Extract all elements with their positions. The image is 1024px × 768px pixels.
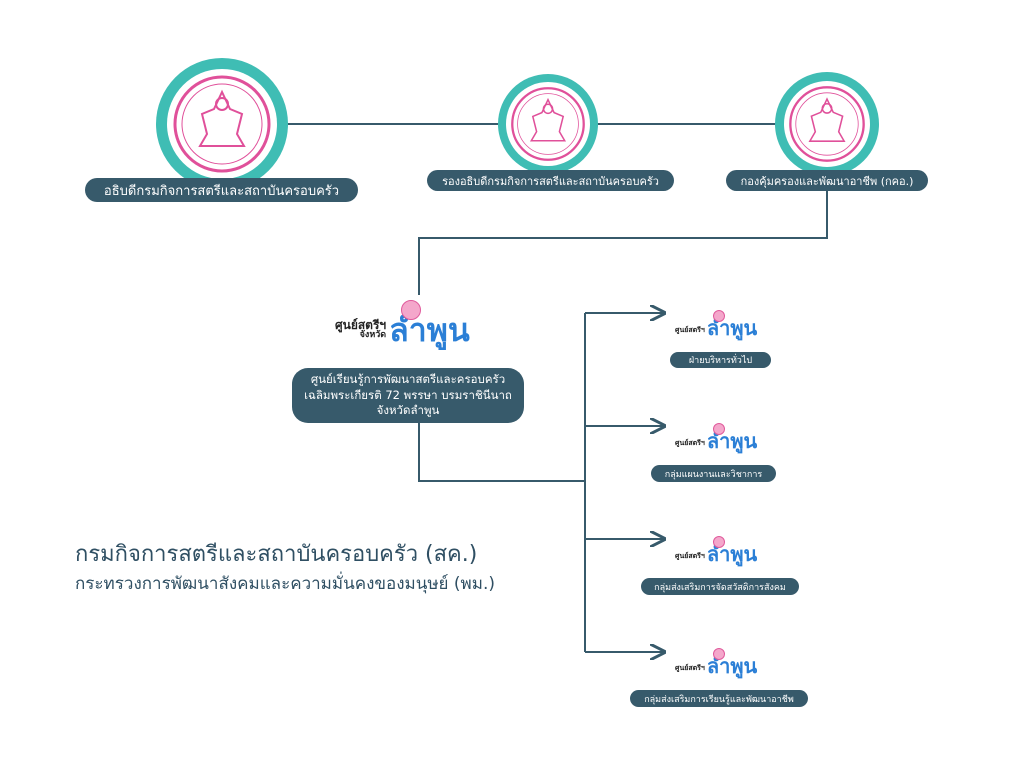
logo-text: ศูนย์สตรีฯ: [675, 439, 705, 447]
seal-icon: [712, 648, 725, 660]
unit-learning-career: กลุ่มส่งเสริมการเรียนรู้และพัฒนาอาชีพ: [630, 690, 808, 707]
unit-logo: ศูนย์สตรีฯลำพูน: [675, 310, 758, 340]
seal-icon: [712, 310, 725, 322]
center-name-line: ศูนย์เรียนรู้การพัฒนาสตรีและครอบครัว: [310, 372, 506, 387]
director-label: อธิบดีกรมกิจการสตรีและสถาบันครอบครัว: [85, 178, 358, 202]
logo-text: ลำพูน: [706, 654, 758, 678]
unit-social-welfare: กลุ่มส่งเสริมการจัดสวัสดิการสังคม: [641, 578, 799, 595]
deputy-director-label: รองอธิบดีกรมกิจการสตรีและสถาบันครอบครัว: [427, 170, 674, 191]
logo-text: ลำพูน: [389, 311, 470, 349]
department-seal-icon: [784, 81, 870, 167]
logo-text: ลำพูน: [706, 429, 758, 453]
center-label: ศูนย์เรียนรู้การพัฒนาสตรีและครอบครัว เฉล…: [292, 368, 524, 423]
seal-icon: [401, 300, 422, 320]
department-seal-icon: [167, 69, 277, 179]
department-seal-icon: [506, 82, 590, 166]
logo-text: ศูนย์สตรีฯ: [335, 318, 387, 332]
director-seal: [156, 58, 288, 190]
logo-text: ลำพูน: [706, 542, 758, 566]
unit-logo: ศูนย์สตรีฯลำพูน: [675, 648, 758, 678]
logo-text: ศูนย์สตรีฯ: [675, 326, 705, 334]
unit-logo: ศูนย์สตรีฯลำพูน: [675, 423, 758, 453]
seal-icon: [712, 536, 725, 548]
unit-logo: ศูนย์สตรีฯลำพูน: [675, 536, 758, 566]
logo-text: ลำพูน: [706, 316, 758, 340]
logo-text: ศูนย์สตรีฯ: [675, 664, 705, 672]
center-name-line: จังหวัดลำพูน: [376, 403, 440, 418]
department-title: กรมกิจการสตรีและสถาบันครอบครัว (สค.): [75, 542, 478, 567]
division-label: กองคุ้มครองและพัฒนาอาชีพ (กคอ.): [726, 170, 928, 191]
center-logo: ศูนย์สตรีฯจังหวัด ลำพูน: [335, 296, 470, 346]
center-name-line: เฉลิมพระเกียรติ 72 พรรษา บรมราชินีนาถ: [304, 387, 512, 402]
unit-general-admin: ฝ่ายบริหารทั่วไป: [670, 352, 771, 368]
logo-text: ศูนย์สตรีฯ: [675, 552, 705, 560]
ministry-subtitle: กระทรวงการพัฒนาสังคมและความมั่นคงของมนุษ…: [75, 574, 495, 594]
logo-text: จังหวัด: [359, 330, 387, 340]
unit-planning: กลุ่มแผนงานและวิชาการ: [651, 465, 776, 482]
seal-icon: [712, 423, 725, 435]
division-seal: [775, 72, 879, 176]
deputy-seal: [498, 74, 598, 174]
